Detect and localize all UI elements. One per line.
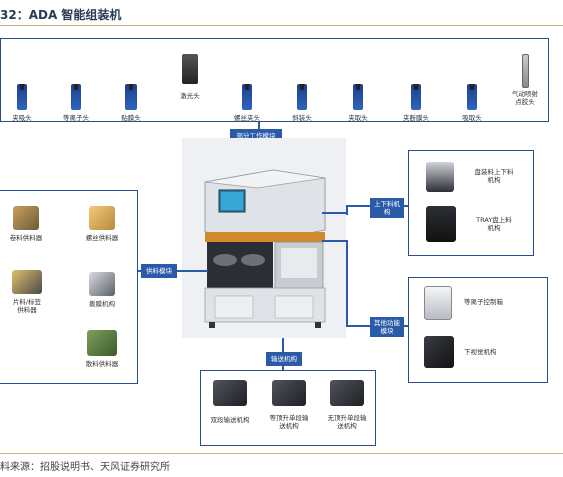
head-item: 吸取头	[452, 58, 492, 122]
screw-clamp-head-icon	[242, 84, 252, 110]
head-label: 斜装头	[292, 114, 312, 122]
head-label: 夹取头	[348, 114, 368, 122]
feed-label: 散料供料器	[85, 360, 119, 368]
other-item: 下视觉机构	[420, 332, 544, 376]
conveyor-modules-tag: 输送机构	[266, 352, 302, 366]
film-peel-icon	[89, 272, 115, 296]
lift-conveyor-icon	[272, 380, 306, 406]
feed-modules-tag: 供料模块	[141, 264, 177, 278]
ada-machine-illustration	[204, 169, 326, 328]
loading-label: TRAY盘上料 机构	[476, 216, 512, 233]
head-item: 贴膜头	[111, 58, 151, 122]
head-label: 等离子头	[63, 114, 89, 122]
work-heads-box	[0, 38, 549, 122]
loading-item: TRAY盘上料 机构	[420, 204, 530, 248]
head-label: 气动喷射 点胶头	[512, 90, 538, 107]
conveyor-label: 双段输送机构	[210, 416, 250, 424]
figure-title: 32：ADA 智能组装机	[0, 8, 122, 22]
feed-item: 撕膜机构	[80, 272, 124, 308]
other-label: 下视觉机构	[464, 348, 497, 356]
feed-label: 螺丝供料器	[85, 234, 119, 242]
head-item: 斜装头	[282, 58, 322, 122]
tilt-head-icon	[297, 84, 307, 110]
bulk-feeder-icon	[87, 330, 117, 356]
head-label: 吸取头	[462, 114, 482, 122]
head-item: 激光头	[170, 54, 210, 100]
title-divider	[0, 25, 563, 26]
head-item: 气动喷射 点胶头	[503, 54, 547, 106]
conveyor-item: 等顶升单段输 送机构	[262, 380, 316, 430]
head-label: 夹吸头	[12, 114, 32, 122]
other-item: 等离子控制箱	[420, 284, 544, 326]
sheet-label-feeder-icon	[12, 270, 42, 294]
tray-feeder-icon	[426, 206, 456, 242]
no-lift-conveyor-icon	[330, 380, 364, 406]
tray-loader-icon	[426, 162, 454, 192]
dispense-head-icon	[521, 54, 529, 88]
head-item: 等离子头	[55, 58, 97, 122]
source-note: 料来源：招股说明书、天风证券研究所	[0, 462, 170, 473]
head-item: 夹断膜头	[393, 58, 439, 122]
film-cut-head-icon	[411, 84, 421, 110]
laser-head-icon	[182, 54, 198, 84]
other-label: 等离子控制箱	[464, 298, 503, 306]
pick-head-icon	[353, 84, 363, 110]
head-label: 夹断膜头	[403, 114, 429, 122]
feed-label: 卷料供料器	[9, 234, 43, 242]
head-item: 夹吸头	[2, 58, 42, 122]
head-item: 螺丝夹头	[225, 58, 269, 122]
source-divider	[0, 453, 563, 454]
feed-item: 散料供料器	[78, 330, 126, 368]
connector-line	[346, 205, 348, 215]
plasma-head-icon	[71, 84, 81, 110]
head-label: 螺丝夹头	[234, 114, 260, 122]
plasma-control-box-icon	[424, 286, 452, 320]
conveyor-label: 等顶升单段输 送机构	[269, 414, 309, 431]
head-label: 激光头	[180, 92, 200, 100]
head-item: 夹取头	[338, 58, 378, 122]
screw-feeder-icon	[89, 206, 115, 230]
bottom-vision-icon	[424, 336, 454, 368]
feed-item: 片料/标签 供料器	[4, 270, 50, 314]
loading-modules-tag: 上下料机 构	[370, 198, 404, 218]
conveyor-item: 无顶升单段输 送机构	[320, 380, 374, 430]
clamp-suction-head-icon	[17, 84, 27, 110]
feed-label: 撕膜机构	[89, 300, 115, 308]
head-label: 贴膜头	[121, 114, 141, 122]
feed-item: 螺丝供料器	[80, 206, 124, 242]
feed-label: 片料/标签 供料器	[12, 298, 42, 315]
loading-item: 盘装料上下料 机构	[420, 158, 530, 198]
connector-line	[322, 240, 346, 242]
conveyor-item: 双段输送机构	[204, 380, 256, 424]
suction-head-icon	[467, 84, 477, 110]
loading-label: 盘装料上下料 机构	[474, 168, 514, 185]
connector-line	[322, 212, 346, 214]
conveyor-label: 无顶升单段输 送机构	[327, 414, 367, 431]
other-modules-tag: 其他功能 模块	[370, 317, 404, 337]
film-head-icon	[125, 84, 137, 110]
work-heads-row: 夹吸头 等离子头 贴膜头 激光头 螺丝夹头 斜装头 夹取头 夹断膜头 吸取头 气…	[0, 38, 549, 122]
dual-conveyor-icon	[213, 380, 247, 406]
feed-item: 卷料供料器	[4, 206, 48, 242]
tape-feeder-icon	[13, 206, 39, 230]
connector-line	[346, 240, 348, 326]
